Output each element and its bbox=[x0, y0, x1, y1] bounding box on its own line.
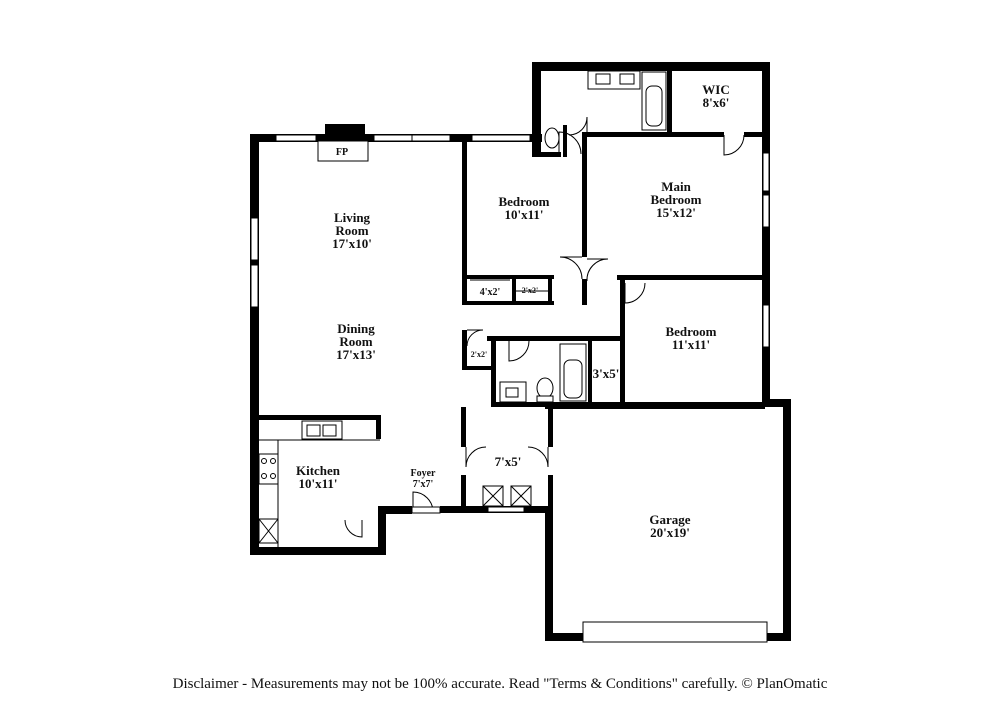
doors bbox=[344, 116, 745, 538]
closet-4x2-dims: 4'x2' bbox=[480, 287, 501, 298]
bedroom-a-name: Bedroom bbox=[498, 194, 549, 209]
dining-room-name-line2: Room bbox=[339, 334, 372, 349]
dining-room-name-line1: Dining bbox=[337, 321, 375, 336]
living-room-dims: 17'x10' bbox=[332, 236, 372, 251]
foyer-name: Foyer bbox=[411, 468, 437, 479]
bedroom-a-dims: 10'x11' bbox=[504, 207, 543, 222]
laundry-dims: 7'x5' bbox=[495, 454, 522, 469]
fireplace-label: FP bbox=[336, 147, 348, 158]
disclaimer-text: Disclaimer - Measurements may not be 100… bbox=[172, 676, 828, 692]
windows bbox=[250, 134, 770, 643]
foyer-dims: 7'x7' bbox=[413, 479, 434, 490]
main-bedroom-name-line2: Bedroom bbox=[650, 192, 701, 207]
room-labels: Living Room 17'x10' Dining Room 17'x13' … bbox=[296, 82, 730, 540]
interior-walls bbox=[250, 62, 768, 511]
main-bedroom-dims: 15'x12' bbox=[656, 205, 696, 220]
fixtures bbox=[258, 70, 667, 547]
fireplace: FP bbox=[317, 124, 369, 162]
bedroom-b-dims: 11'x11' bbox=[672, 337, 710, 352]
closet-2x2-b-dims: 2'x2' bbox=[471, 350, 487, 359]
living-room-name-line2: Room bbox=[335, 223, 368, 238]
bedroom-b-name: Bedroom bbox=[665, 324, 716, 339]
garage-name: Garage bbox=[649, 512, 690, 527]
garage-dims: 20'x19' bbox=[650, 525, 690, 540]
hall-closet-dims: 3'x5' bbox=[593, 366, 620, 381]
wic-dims: 8'x6' bbox=[703, 95, 730, 110]
main-bedroom-name-line1: Main bbox=[661, 179, 691, 194]
living-room-name-line1: Living bbox=[334, 210, 371, 225]
wic-name: WIC bbox=[702, 82, 729, 97]
kitchen-dims: 10'x11' bbox=[298, 476, 337, 491]
dining-room-dims: 17'x13' bbox=[336, 347, 376, 362]
closet-2x2-a-dims: 2'x2' bbox=[522, 286, 538, 295]
kitchen-name: Kitchen bbox=[296, 463, 341, 478]
